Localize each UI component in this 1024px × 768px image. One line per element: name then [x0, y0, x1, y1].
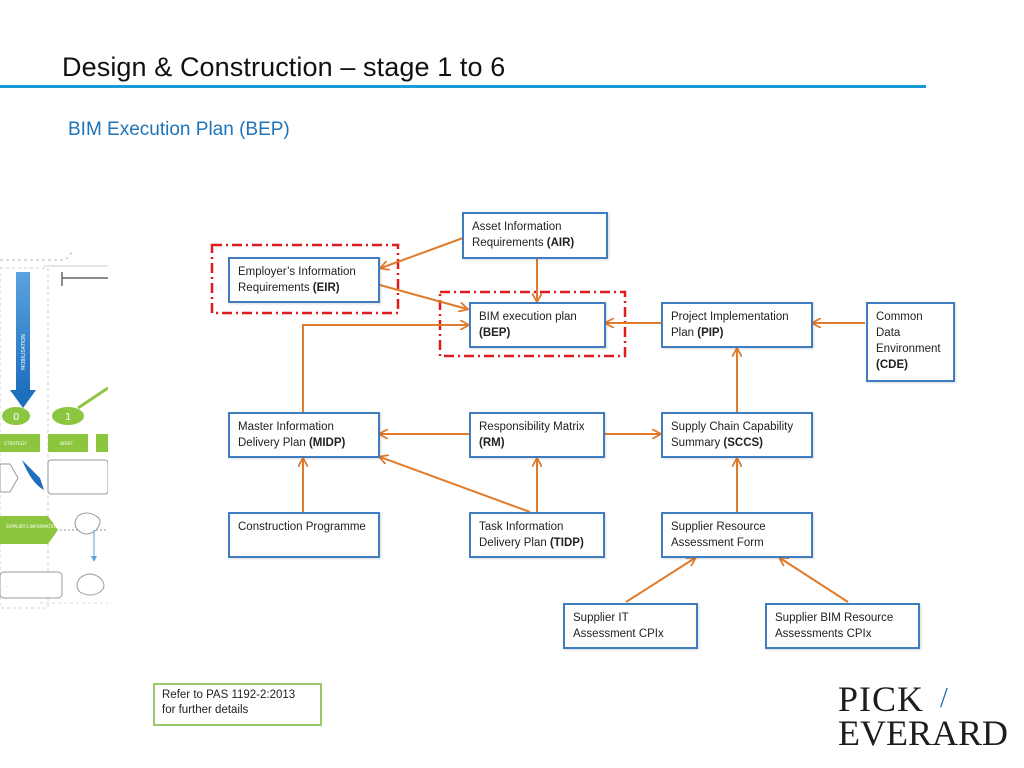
node-sraf-label: Supplier Resource Assessment Form [671, 521, 766, 549]
edge-tidp-midp [380, 457, 531, 513]
node-supply-chain-capability-summary: Supply Chain Capability Summary (SCCS) [661, 412, 813, 458]
node-cde-abbr: (CDE) [876, 359, 908, 371]
node-master-information-delivery-plan: Master Information Delivery Plan (MIDP) [228, 412, 380, 458]
logo-line1: PICK [838, 679, 925, 719]
node-bep-label: BIM execution plan [479, 311, 577, 323]
side-figure-label-brief: BRIEF [60, 441, 73, 447]
node-pip-label: Project Implementation Plan [671, 311, 789, 339]
node-air-label: Asset Information Requirements [472, 221, 562, 249]
node-rm-abbr: (RM) [479, 437, 505, 449]
logo-line2: EVERARD [838, 713, 1008, 753]
node-project-implementation-plan: Project Implementation Plan (PIP) [661, 302, 813, 348]
highlight-eir [210, 243, 400, 315]
edge-air-eir [381, 237, 464, 268]
node-employers-information-requirements: Employer’s Information Requirements (EIR… [228, 257, 380, 303]
node-rm-label: Responsibility Matrix [479, 421, 585, 433]
pick-everard-logo: PICK / EVERARD [838, 681, 1014, 753]
node-task-information-delivery-plan: Task Information Delivery Plan (TIDP) [469, 512, 605, 558]
reference-note-line2: for further details [162, 704, 249, 716]
node-bep-abbr: (BEP) [479, 327, 511, 339]
node-tidp-label: Task Information Delivery Plan [479, 521, 564, 549]
title-rule [0, 85, 926, 88]
node-supplier-bim-resource-assessments: Supplier BIM Resource Assessments CPIx [765, 603, 920, 649]
cropped-process-figure: MOBILISATION 0 1 STRATEGY BRIEF SUPPLIER… [0, 248, 108, 622]
side-figure-label-1: 1 [65, 412, 71, 423]
node-bim-execution-plan: BIM execution plan (BEP) [469, 302, 606, 348]
reference-note-line1: Refer to PAS 1192-2:2013 [162, 689, 296, 701]
slide-subtitle: BIM Execution Plan (BEP) [68, 119, 290, 140]
node-supplier-resource-assessment-form: Supplier Resource Assessment Form [661, 512, 813, 558]
edge-sit-sraf [625, 558, 695, 603]
node-air-abbr: (AIR) [546, 237, 575, 249]
node-common-data-environment: Common Data Environment (CDE) [866, 302, 955, 382]
edge-midp-bep [302, 325, 468, 412]
node-asset-information-requirements: Asset Information Requirements (AIR) [462, 212, 608, 259]
node-sit-label: Supplier IT Assessment CPIx [573, 612, 664, 640]
side-figure-label-mobilisation: MOBILISATION [21, 334, 27, 370]
edge-eir-bep [379, 284, 467, 309]
node-eir-label: Employer’s Information Requirements [238, 266, 356, 294]
logo-slash: / [940, 683, 948, 714]
edge-sbim-sraf [780, 558, 849, 603]
node-midp-label: Master Information Delivery Plan [238, 421, 334, 449]
cropped-process-figure-graphic: MOBILISATION 0 1 STRATEGY BRIEF SUPPLIER… [0, 249, 108, 609]
node-cp-label: Construction Programme [238, 521, 366, 533]
reference-note: Refer to PAS 1192-2:2013 for further det… [153, 683, 322, 726]
node-eir-abbr: (EIR) [312, 282, 340, 294]
side-figure-label-supplier-exchange: SUPPLIER'S INFORMATION EXCHANGE [6, 524, 82, 529]
node-pip-abbr: (PIP) [697, 327, 724, 339]
node-tidp-abbr: (TIDP) [549, 537, 584, 549]
slide-title: Design & Construction – stage 1 to 6 [62, 52, 506, 82]
node-sccs-label: Supply Chain Capability Summary [671, 421, 794, 449]
node-sbim-label: Supplier BIM Resource Assessments CPIx [775, 612, 894, 640]
side-figure-dot: · [6, 584, 8, 590]
node-sccs-abbr: (SCCS) [723, 437, 764, 449]
node-midp-abbr: (MIDP) [308, 437, 346, 449]
node-supplier-it-assessment: Supplier IT Assessment CPIx [563, 603, 698, 649]
side-figure-label-0: 0 [13, 412, 19, 423]
node-responsibility-matrix: Responsibility Matrix (RM) [469, 412, 605, 458]
node-cde-label: Common Data Environment [876, 311, 941, 355]
side-figure-label-strategy: STRATEGY [4, 441, 27, 447]
node-construction-programme: Construction Programme [228, 512, 380, 558]
